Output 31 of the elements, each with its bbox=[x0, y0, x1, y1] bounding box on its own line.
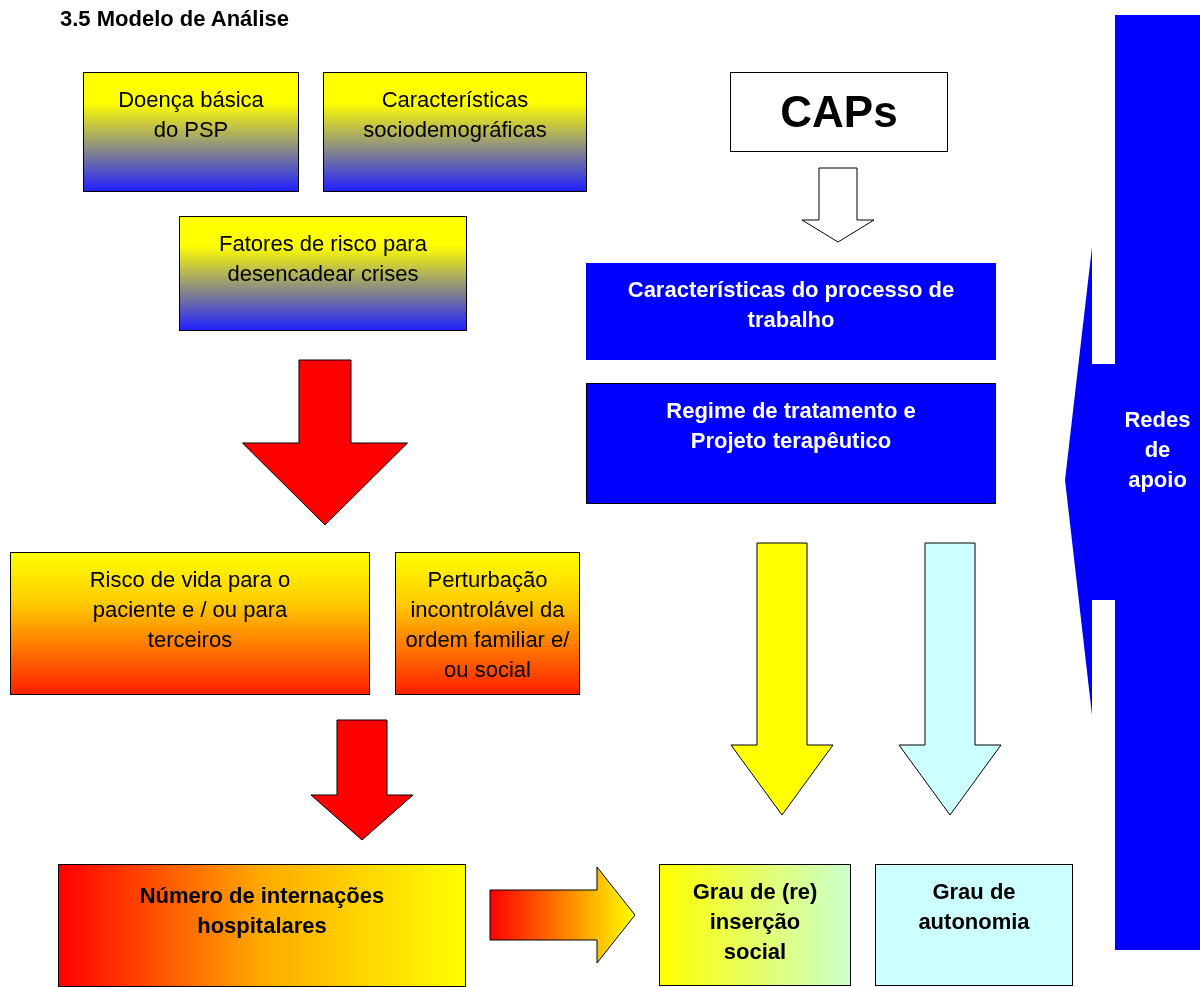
box-text: Perturbação incontrolável da ordem familiar e/ ou social bbox=[404, 566, 571, 684]
box-text: CAPs bbox=[780, 86, 898, 138]
title-box bbox=[730, 72, 948, 152]
factor-box bbox=[83, 72, 299, 192]
box-text: Fatores de risco para desencadear crises bbox=[218, 230, 428, 288]
factor-box bbox=[179, 216, 467, 331]
process-box bbox=[586, 383, 996, 504]
factor-box bbox=[323, 72, 587, 192]
box-text: Características sociodemográficas bbox=[362, 86, 548, 144]
box-text: Grau de (re) inserção social bbox=[691, 878, 819, 966]
process-box bbox=[586, 263, 996, 360]
block-arrow bbox=[801, 167, 875, 243]
diagram-title: 3.5 Modelo de Análise bbox=[60, 5, 290, 33]
outcome-box bbox=[659, 864, 851, 986]
box-text: Regime de tratamento e Projeto terapêutico bbox=[665, 397, 917, 455]
risk-box bbox=[395, 552, 580, 695]
risk-box bbox=[10, 552, 370, 695]
block-arrow bbox=[730, 542, 834, 816]
callout-text: Redes de apoio bbox=[1123, 406, 1192, 494]
box-text: Grau de autonomia bbox=[917, 878, 1031, 936]
box-text: Características do processo de trabalho bbox=[626, 276, 956, 334]
block-arrow bbox=[489, 866, 636, 964]
block-arrow bbox=[898, 542, 1002, 816]
outcome-box bbox=[58, 864, 466, 987]
block-arrow bbox=[242, 359, 408, 526]
callout-arrow bbox=[1065, 15, 1200, 950]
box-text: Doença básica do PSP bbox=[117, 86, 265, 144]
box-text: Número de internações hospitalares bbox=[138, 882, 386, 940]
box-text: Risco de vida para o paciente e / ou para terceiros bbox=[88, 566, 292, 654]
outcome-box bbox=[875, 864, 1073, 986]
block-arrow bbox=[310, 719, 414, 841]
